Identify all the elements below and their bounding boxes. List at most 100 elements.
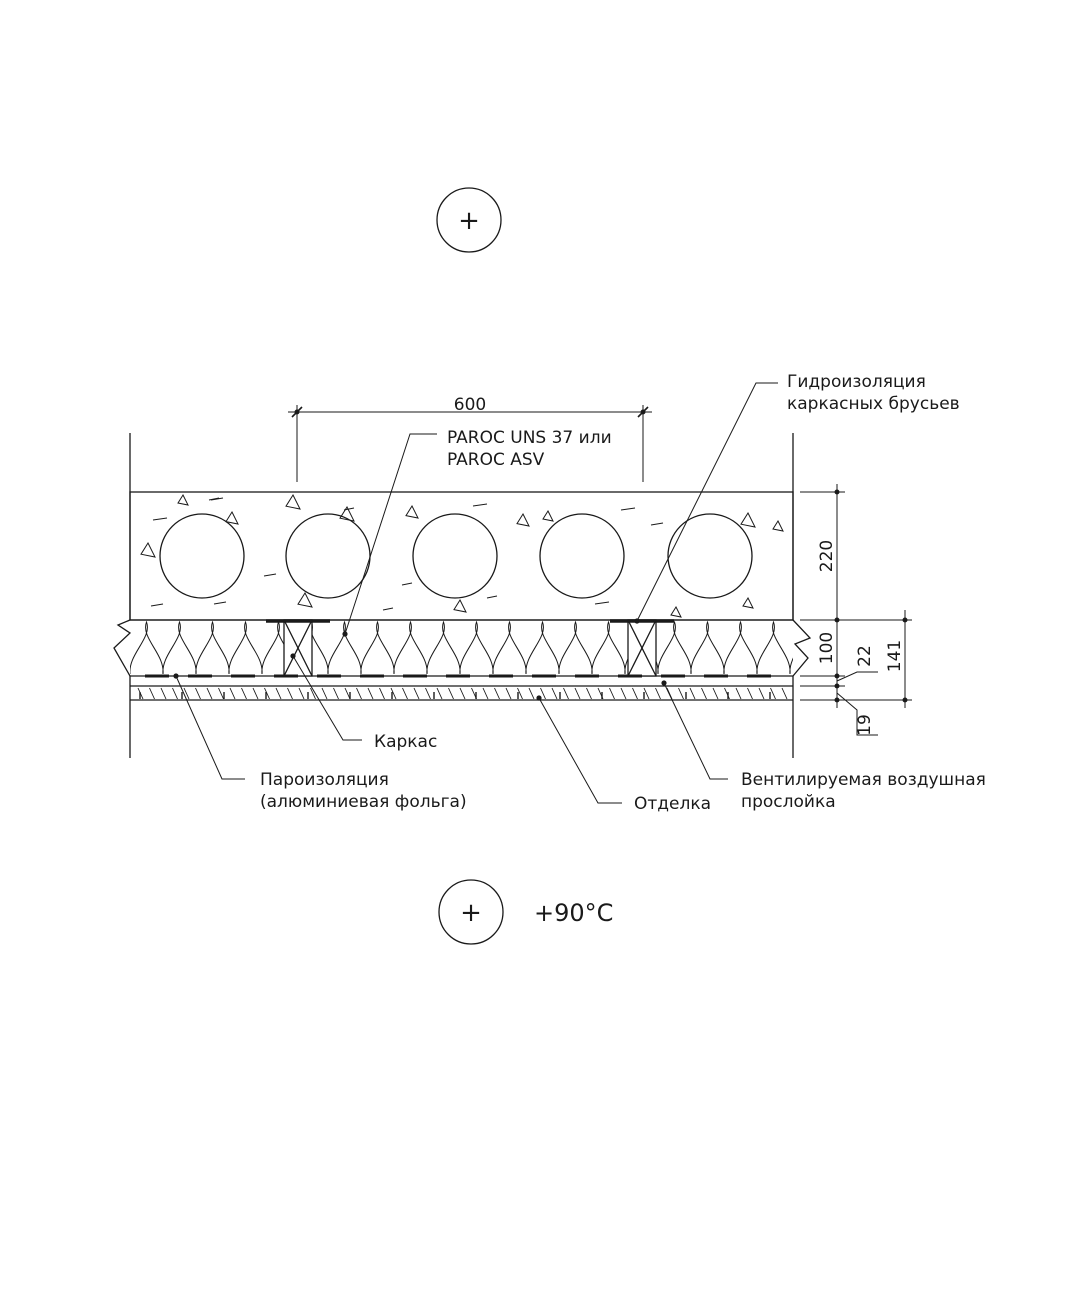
finish-hatch-mark (333, 687, 339, 700)
zone-circle-icon (436, 187, 502, 253)
finish-hatch-mark (563, 687, 569, 700)
finish-hatch-mark (482, 687, 489, 700)
finish-hatch-mark (494, 687, 500, 700)
aggregate-mark (297, 591, 313, 608)
aggregate-mark (594, 601, 610, 605)
waterproofing-label-line2: каркасных брусьев (787, 394, 960, 414)
aggregate-mark (742, 596, 754, 609)
aggregate-mark (405, 504, 419, 519)
finish-hatch-mark (448, 687, 454, 700)
finish-hatch-mark (344, 687, 351, 700)
frame-label: Каркас (374, 732, 437, 752)
aggregate-mark (542, 509, 554, 522)
finish-hatch-mark (528, 687, 535, 700)
vapor-label-line1: Пароизоляция (260, 770, 389, 790)
finish-hatch-mark (402, 687, 408, 700)
aggregate-mark (472, 503, 488, 507)
finish-hatch-mark (356, 687, 362, 700)
waterproofing-label-line1: Гидроизоляция (787, 372, 926, 392)
finish-hatch-mark (379, 687, 385, 700)
air-gap-layer (130, 674, 793, 687)
vent-label-line2: прослойка (741, 792, 836, 812)
vent-label-line1: Вентилируемая воздушная (741, 770, 986, 790)
aggregate-mark (670, 605, 682, 618)
finish-hatch-mark (149, 687, 155, 700)
finish-hatch-mark (172, 687, 178, 700)
slab-cores (159, 513, 753, 599)
finish-hatch-mark (701, 687, 707, 700)
leader-paroc (344, 433, 437, 635)
aggregate-mark (772, 519, 784, 532)
insulation-layer (113, 619, 812, 677)
finish-hatch-mark (689, 687, 696, 700)
slab-core (159, 513, 245, 599)
aggregate-mark (150, 603, 164, 607)
zone-circle-icon (438, 879, 504, 945)
finish-hatch-mark (517, 687, 523, 700)
finish-hatch-mark (390, 687, 397, 700)
finish-hatch-mark (310, 687, 316, 700)
finish-hatch-mark (758, 687, 765, 700)
bottom-zone-symbol: + (460, 898, 482, 928)
leader-vapor (175, 675, 245, 780)
finish-hatch-mark (712, 687, 719, 700)
slab-core (539, 513, 625, 599)
finish-hatch-mark (183, 687, 190, 700)
slab-core (412, 513, 498, 599)
top-zone-symbol: + (458, 206, 480, 236)
aggregate-mark (285, 493, 301, 510)
finish-hatch-mark (321, 687, 328, 700)
aggregate-mark (152, 517, 168, 521)
dimension-600 (288, 405, 652, 482)
leader-waterproofing (636, 382, 778, 622)
bottom-zone-marker: + +90°C (438, 879, 613, 945)
aggregate-mark (140, 541, 156, 558)
frame-stud (627, 619, 657, 677)
finish-hatch-mark (655, 687, 661, 700)
slab-outline (129, 491, 794, 621)
finish-hatch-mark (609, 687, 615, 700)
hollow-core-slab (129, 491, 794, 621)
dim-19-label: 19 (855, 714, 875, 736)
break-right-icon (792, 619, 812, 677)
finish-hatch-mark (252, 687, 259, 700)
leader-dots (173, 618, 667, 701)
slab-core (667, 513, 753, 599)
dim-22-label: 22 (855, 645, 875, 667)
finish-hatch-mark (505, 687, 512, 700)
finish-hatch-mark (747, 687, 753, 700)
dimension-chain-right (800, 484, 912, 736)
break-left-icon (113, 619, 132, 677)
leader-finish (538, 697, 622, 804)
finish-hatch-mark (218, 687, 224, 700)
dim-220-label: 220 (817, 540, 837, 572)
insulation-hatch (130, 620, 793, 675)
paroc-label-line2: PAROC ASV (447, 450, 545, 470)
frame-studs (283, 619, 657, 677)
aggregate-mark (516, 512, 530, 527)
aggregate-mark (401, 582, 413, 586)
leader-frame (292, 655, 362, 741)
dim-600-label: 600 (454, 395, 486, 415)
finish-hatch-mark (678, 687, 684, 700)
aggregate-mark (208, 497, 220, 501)
finish-label: Отделка (634, 794, 711, 814)
finish-hatch-mark (724, 687, 730, 700)
finish-hatch-mark (413, 687, 420, 700)
finish-hatch-mark (574, 687, 581, 700)
finish-hatch-mark (436, 687, 443, 700)
aggregate-mark (339, 505, 355, 522)
finish-hatch-mark (229, 687, 236, 700)
vapor-label-line2: (алюминиевая фольга) (260, 792, 467, 812)
finish-hatch-mark (643, 687, 650, 700)
finish-hatch-mark (632, 687, 638, 700)
aggregate-mark (486, 595, 498, 599)
finish-hatch (137, 687, 788, 700)
aggregate-mark (225, 510, 239, 525)
finish-hatch-mark (620, 687, 627, 700)
aggregate-mark (453, 598, 467, 613)
finish-hatch-mark (264, 687, 270, 700)
finish-hatch-mark (586, 687, 592, 700)
leader-vent (663, 682, 728, 780)
side-walls (129, 433, 794, 758)
